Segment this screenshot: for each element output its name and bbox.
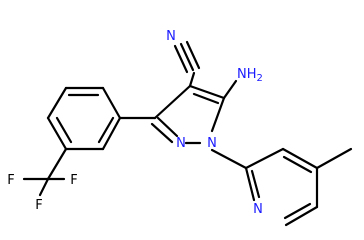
phenyl-cf3-bond [46,147,68,181]
pyrazole-n1-label: N [207,136,217,151]
c4-cn-bond [188,71,196,88]
pyridine-ring [244,147,319,227]
pyridine-nitrogen-label: N [253,202,263,217]
methyl-bond [315,147,353,170]
c5-amine-bond [222,79,238,100]
n1-pyridine-bond [210,148,248,170]
chemical-structure: N NH2 N N N F F F [7,29,353,227]
phenyl-ring [46,86,122,151]
pyrazole-n2-label: N [176,136,186,151]
pyrazole-ring [150,84,226,145]
nitrile-bond [173,40,201,74]
amine-label: NH2 [237,67,263,84]
fluorine-bottom-label: F [35,198,42,213]
structure-canvas: N NH2 N N N F F F [7,29,353,227]
cf3-bonds [22,177,66,197]
nitrile-nitrogen-label: N [166,29,176,44]
fluorine-left-label: F [7,173,14,188]
fluorine-right-label: F [70,173,77,188]
